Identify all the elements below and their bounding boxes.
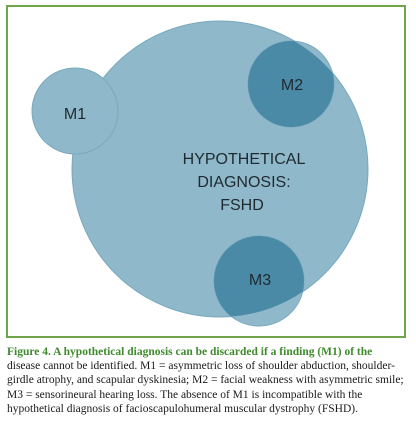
caption-body: disease cannot be identified. M1 = asymm…	[7, 360, 404, 415]
caption-lead: A hypothetical diagnosis can be discarde…	[50, 346, 373, 358]
overlap-m2-fshd	[248, 41, 334, 127]
label-m1: M1	[64, 106, 86, 123]
label-diagnosis-line3: FSHD	[220, 197, 264, 214]
figure-label: Figure 4.	[7, 346, 51, 358]
figure-caption: Figure 4. A hypothetical diagnosis can b…	[7, 345, 405, 416]
label-diagnosis-line1: HYPOTHETICAL	[183, 151, 306, 168]
label-m3: M3	[249, 272, 271, 289]
label-diagnosis-line2: DIAGNOSIS:	[197, 174, 290, 191]
overlap-m3-fshd	[214, 236, 304, 317]
label-m2: M2	[281, 77, 303, 94]
circle-m1	[31, 67, 119, 155]
figure-frame: M1 M2 M3 HYPOTHETICAL DIAGNOSIS: FSHD	[6, 5, 406, 338]
venn-diagram: M1 M2 M3 HYPOTHETICAL DIAGNOSIS: FSHD	[31, 20, 369, 327]
